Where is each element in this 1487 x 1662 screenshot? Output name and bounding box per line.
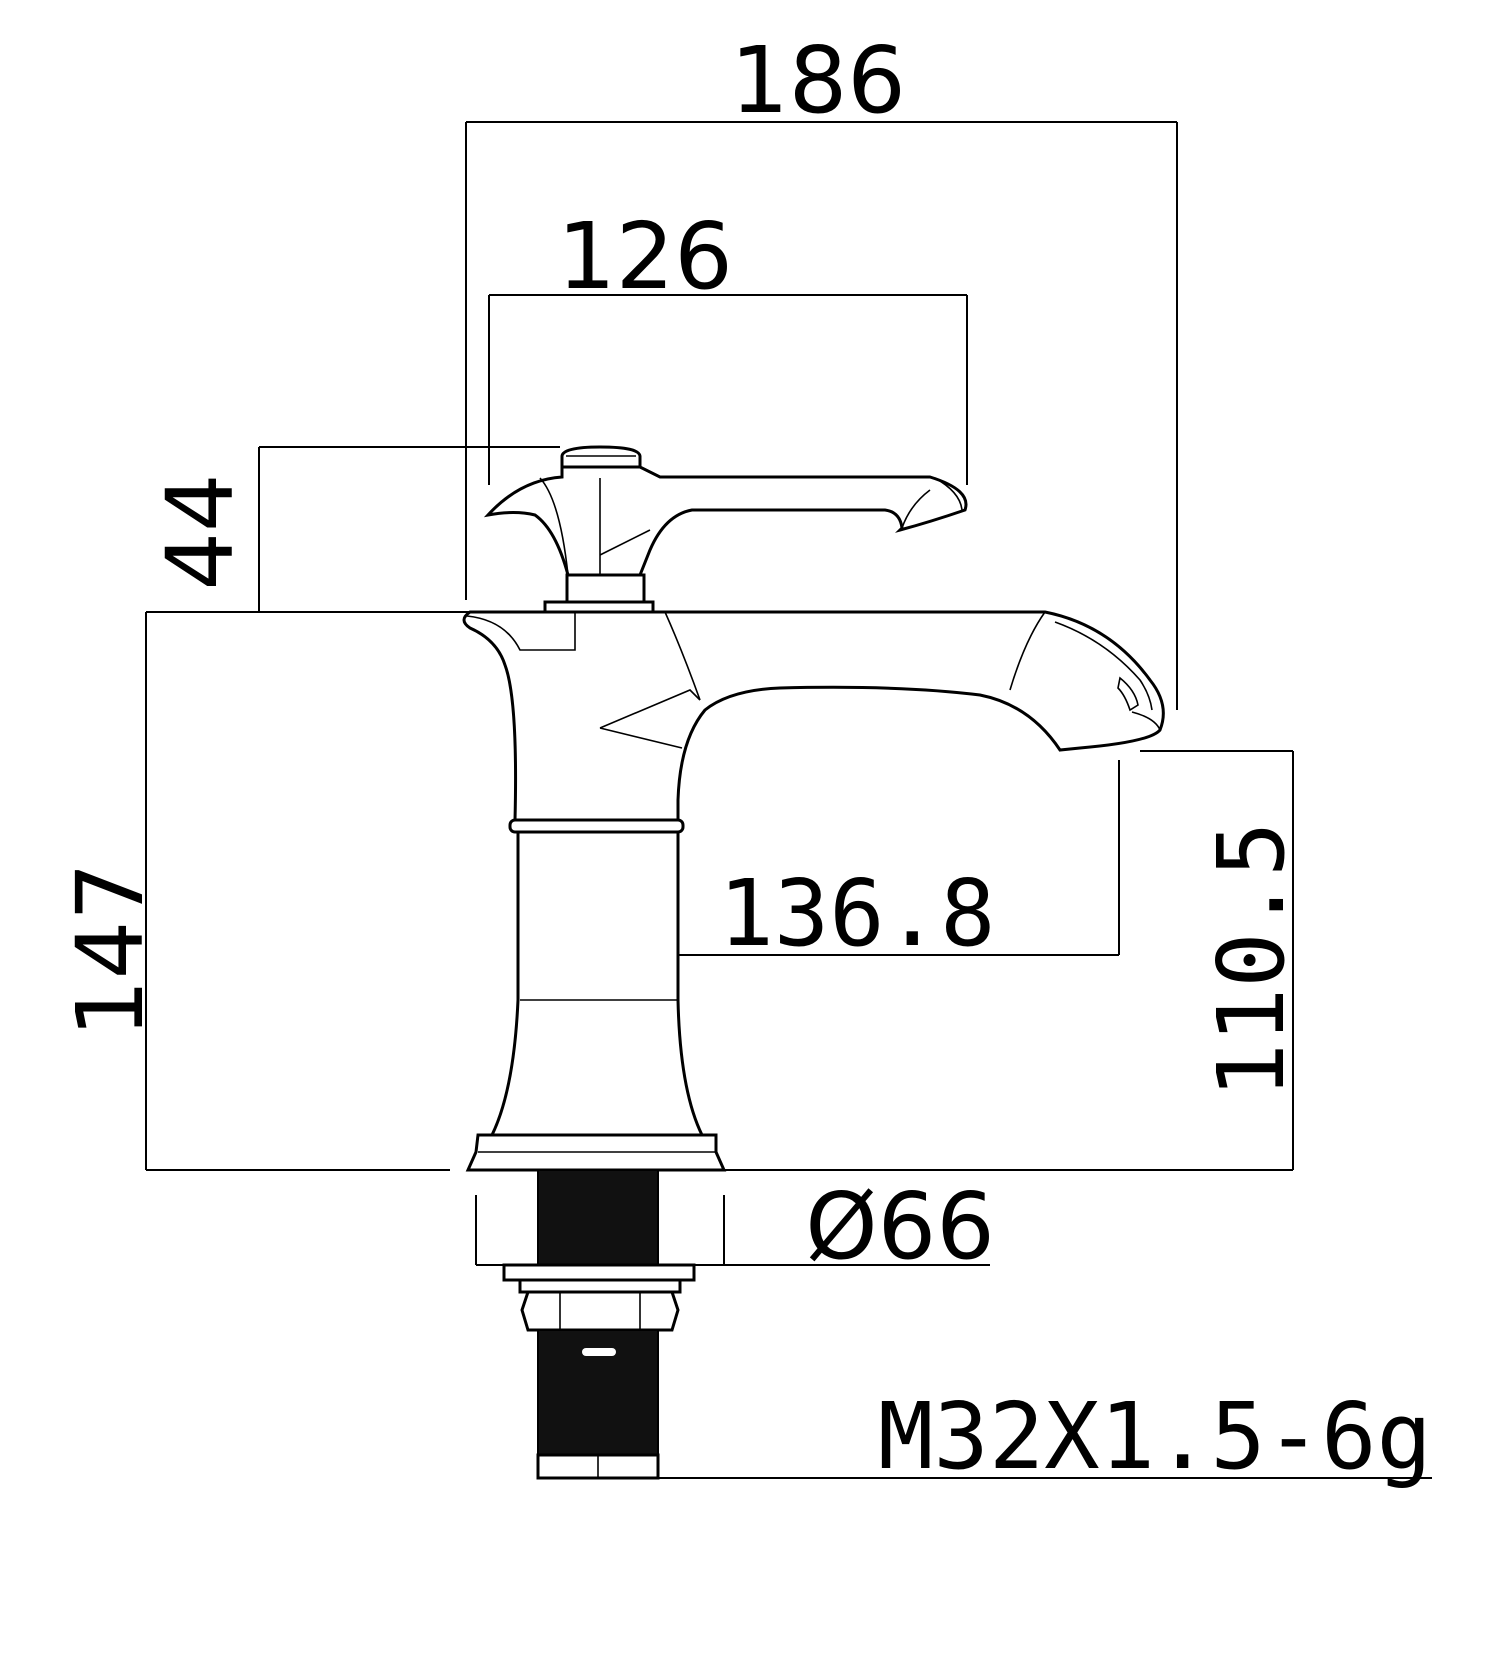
washer [502,1263,696,1282]
dim-handle-width: 126 [557,203,733,310]
threaded-shank [502,1169,696,1480]
handle-collar [565,573,646,604]
dim-thread-spec: M32X1.5-6g [878,1383,1432,1490]
spout-body [462,610,1165,822]
handle-lever [483,465,968,577]
column [489,830,705,1137]
faucet-outline [462,445,1165,1172]
dim-spout-reach: 136.8 [719,860,996,967]
nut [520,1290,680,1332]
dim-spout-height: 110.5 [1198,822,1305,1099]
thread-upper [537,1169,659,1266]
dim-handle-height: 44 [147,473,254,590]
handle-cap [560,445,642,469]
body-ring [508,818,685,834]
dim-total-height: 147 [57,862,164,1038]
dimension-lines [145,121,1432,1479]
dim-overall-width: 186 [730,27,906,134]
dim-base-diameter: Ø66 [805,1173,994,1280]
